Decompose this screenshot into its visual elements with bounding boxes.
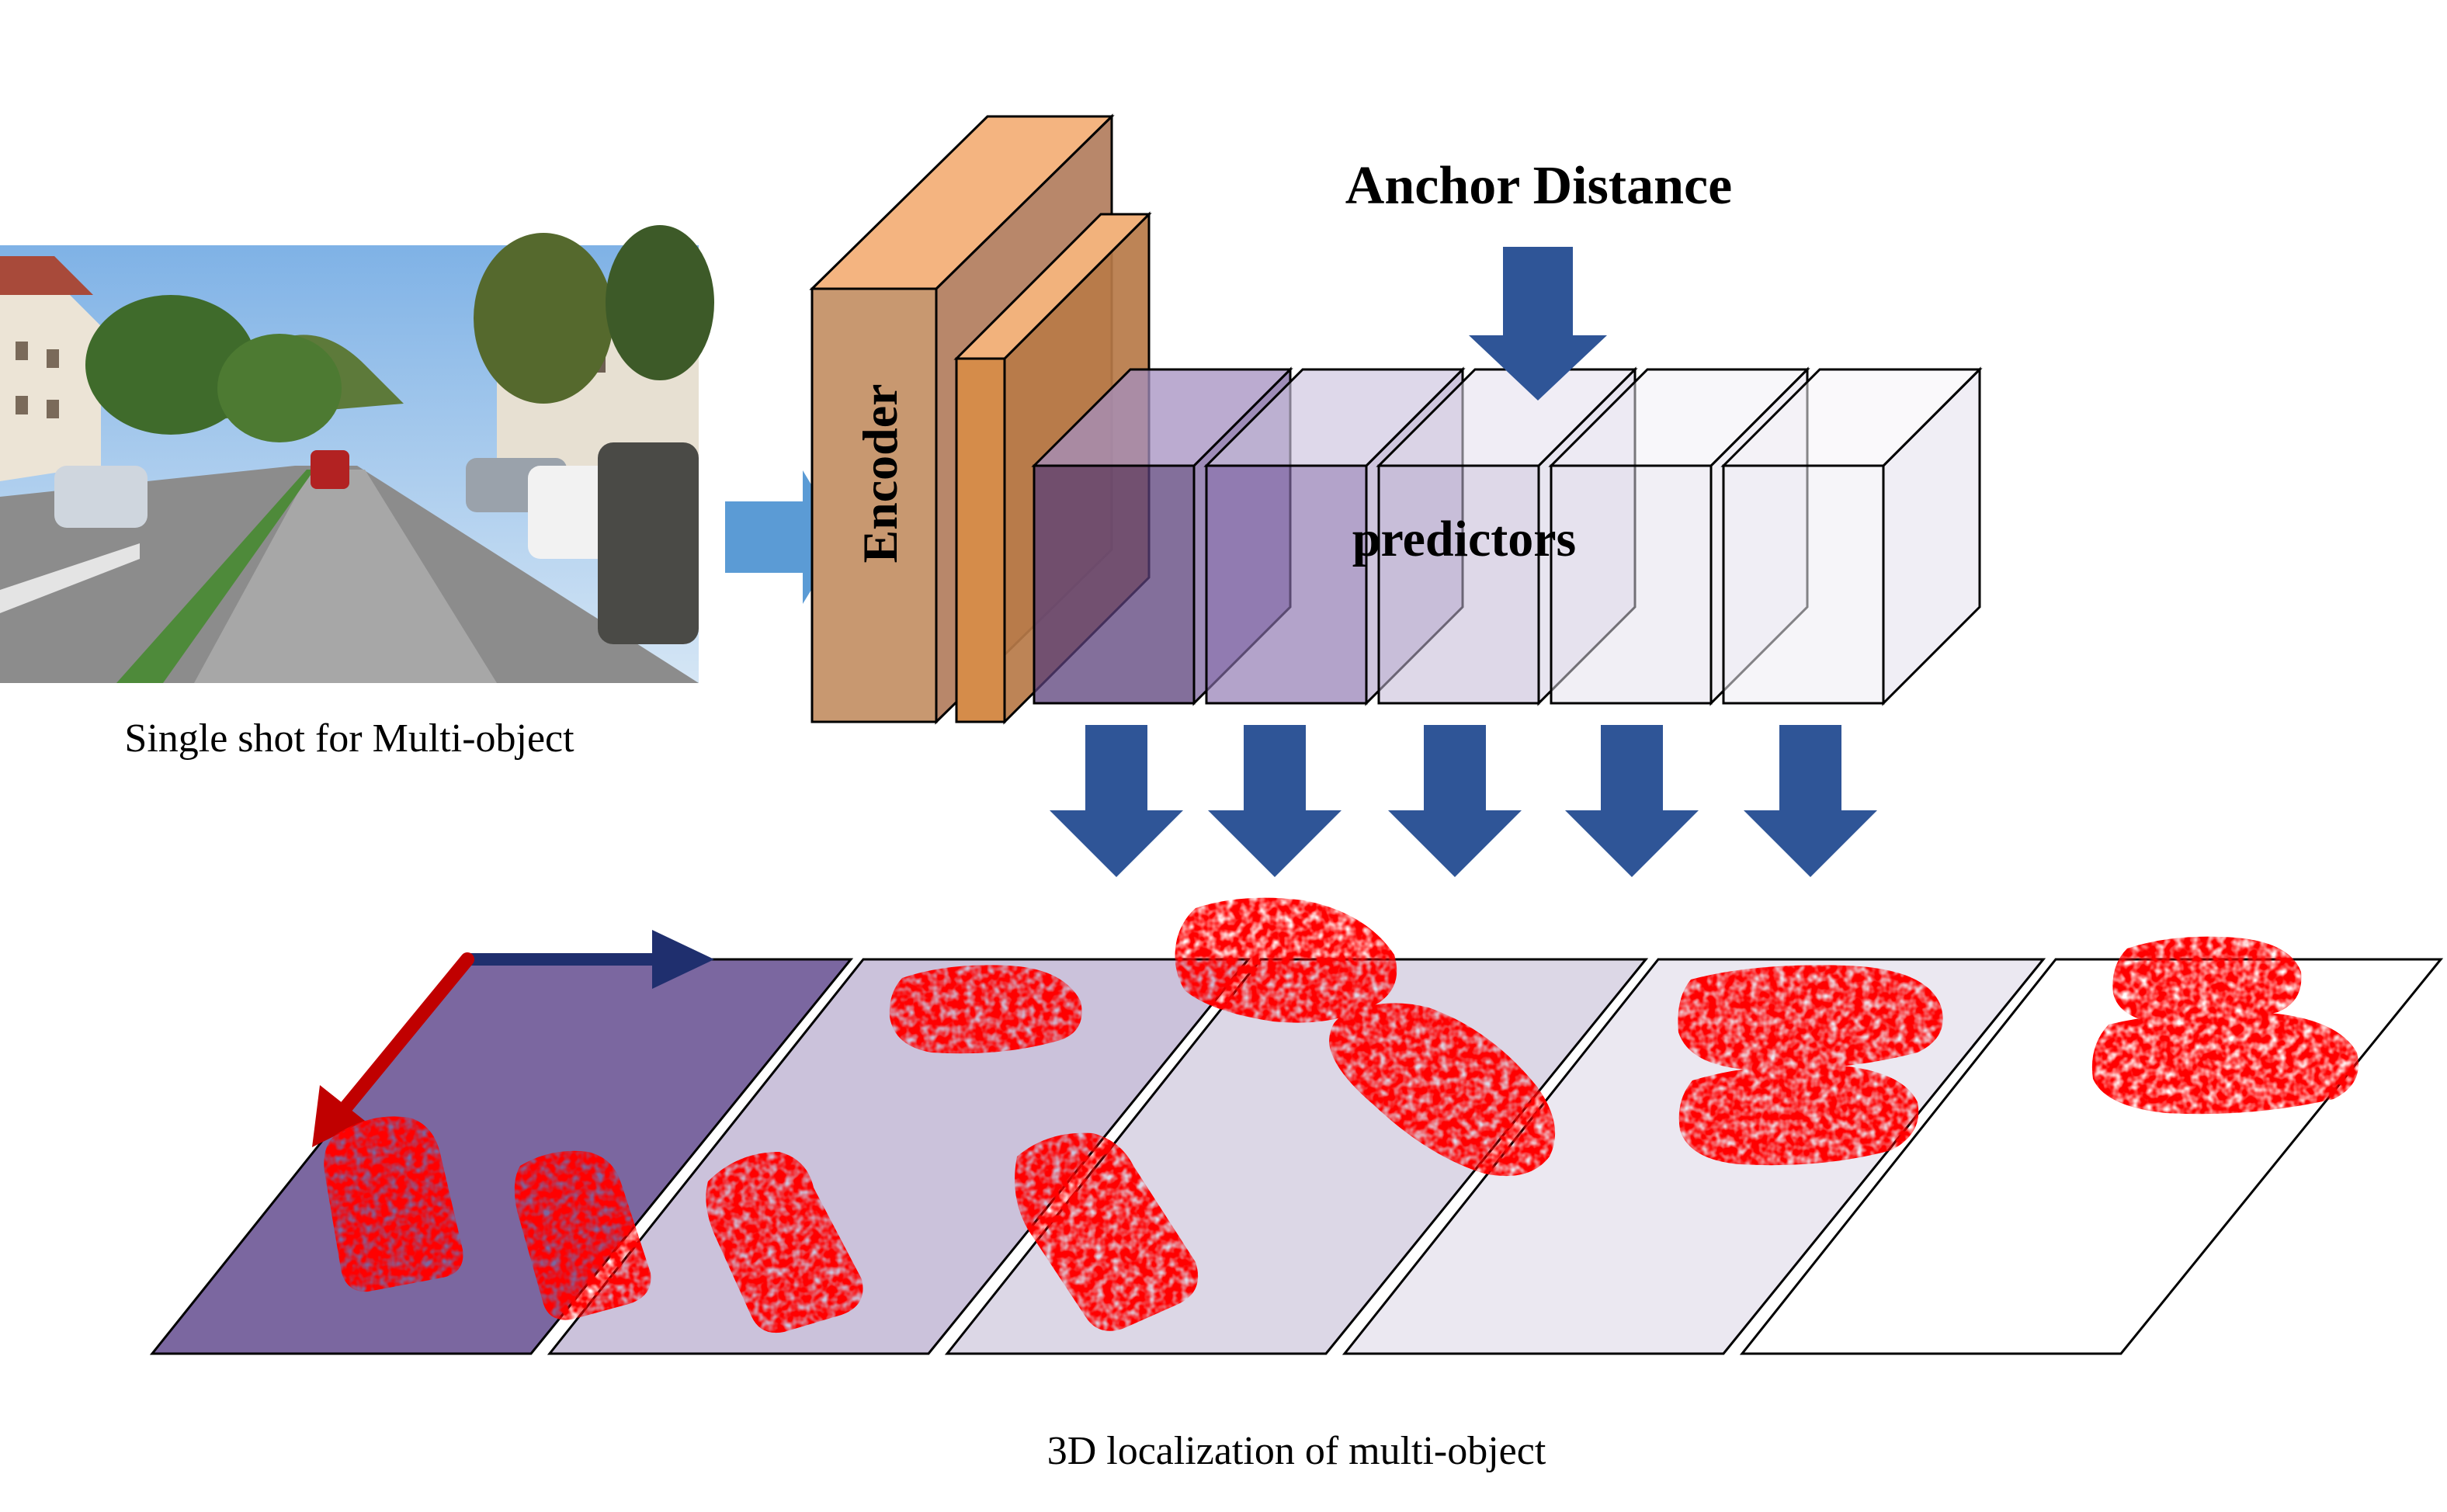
- anchor-distance-arrow: [1469, 247, 1607, 401]
- car-point-cloud: [889, 965, 1082, 1054]
- down-arrow: [1208, 725, 1342, 877]
- down-arrow: [1388, 725, 1522, 877]
- input-street-photo: [0, 225, 714, 683]
- car-point-cloud: [1175, 897, 1397, 1023]
- z-axis-arrow-head: [312, 1085, 365, 1147]
- down-arrow: [1565, 725, 1699, 877]
- encoder-label: Encoder: [852, 383, 908, 563]
- car-point-cloud: [324, 1116, 463, 1292]
- output-caption: 3D localization of multi-object: [1047, 1429, 1546, 1473]
- anchor-distance-label: Anchor Distance: [1345, 156, 1732, 216]
- predictor-block: [1720, 366, 1983, 706]
- predictor-blocks: [1031, 366, 1983, 706]
- predictor-output-arrows: [1050, 725, 1877, 877]
- car-point-cloud: [1678, 1064, 1919, 1166]
- predictors-label: predictors: [1352, 511, 1576, 567]
- car-point-cloud: [514, 1150, 651, 1320]
- car-point-cloud: [2112, 936, 2302, 1024]
- bev-axes: [312, 930, 714, 1147]
- car-point-cloud: [1678, 965, 1943, 1070]
- car-point-cloud: [1015, 1132, 1199, 1331]
- x-axis-arrow-head: [652, 930, 714, 989]
- detected-cars: [324, 897, 2358, 1333]
- input-caption: Single shot for Multi-object: [124, 716, 574, 761]
- down-arrow: [1744, 725, 1877, 877]
- car-point-cloud: [2091, 1011, 2358, 1115]
- down-arrow: [1050, 725, 1183, 877]
- car-point-cloud: [706, 1152, 863, 1333]
- car-point-cloud: [1329, 1003, 1556, 1177]
- bev-grid-plane: [149, 958, 854, 1355]
